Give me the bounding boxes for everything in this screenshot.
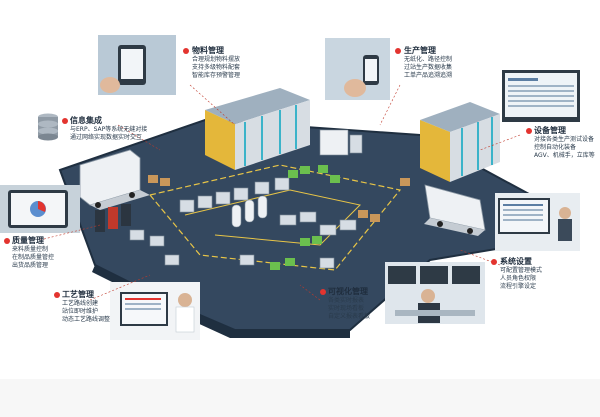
database-icon <box>38 113 58 141</box>
callout-material: 物料管理 合理规划物料摆放 支持多级物料配套 智能库存预警管理 <box>192 45 240 80</box>
callout-title: 信息集成 <box>70 116 102 125</box>
callout-system: 系统设置 可配置管理模式 人员角色权限 流程引擎设定 <box>500 256 542 291</box>
callout-line: 过站生产数据收集 <box>404 64 453 71</box>
top-margin <box>0 0 600 22</box>
phone-photo-production <box>325 38 390 100</box>
callout-line: 流程引擎设定 <box>500 283 537 290</box>
callout-line: 无纸化、路径控制 <box>404 56 453 63</box>
bottom-margin <box>0 379 600 417</box>
callout-dot-info <box>62 118 68 124</box>
callout-line: 支持多级物料配套 <box>192 64 241 71</box>
truck-right <box>424 184 486 236</box>
callout-dot-material <box>183 48 189 54</box>
callout-line: 可配置管理模式 <box>500 267 543 274</box>
callout-title: 可视化管理 <box>328 287 368 296</box>
callout-dot-production <box>395 48 401 54</box>
dashboard-screen-equipment <box>502 70 580 122</box>
callout-process: 工艺管理 工艺路线创建 站位即时维护 动态工艺路线调整 <box>62 289 110 324</box>
control-room-photo-visual <box>385 262 485 324</box>
callout-title: 工艺管理 <box>62 290 94 299</box>
storage-rack-left <box>205 88 310 170</box>
truck-left <box>79 149 150 210</box>
callout-dot-system <box>491 259 497 265</box>
callout-line: 控制自动化装备 <box>534 144 577 151</box>
tablet-photo-material <box>98 35 176 95</box>
server-racks <box>95 204 131 232</box>
callout-title: 物料管理 <box>192 46 224 55</box>
lane-marking-inner <box>184 189 362 246</box>
callout-line: 在制品质量管控 <box>12 254 55 261</box>
callout-title: 设备管理 <box>534 126 566 135</box>
callout-line: 自定义报表看板 <box>328 313 371 320</box>
callout-production: 生产管理 无纸化、路径控制 过站生产数据收集 工单产品追溯追溯 <box>404 45 452 80</box>
laptop-photo-process <box>110 282 200 340</box>
callout-line: 智能库存预警管理 <box>192 72 241 79</box>
callout-line: 工艺路线创建 <box>62 300 99 307</box>
callout-title: 系统设置 <box>500 257 532 266</box>
cardboard-boxes <box>148 175 410 222</box>
callout-line: 动态工艺路线调整 <box>62 316 111 323</box>
callout-line: AGV、机械手，立库等 <box>534 152 595 159</box>
callout-dot-process <box>54 292 60 298</box>
callout-line: 出货品质管理 <box>12 262 49 269</box>
callout-visual: 可视化管理 各类实时报表 实时现场看板 自定义报表看板 <box>328 286 370 321</box>
monitor-photo-system <box>495 193 580 251</box>
lane-marking <box>149 164 402 271</box>
callout-title: 质量管理 <box>12 236 44 245</box>
callout-line: 合理规划物料摆放 <box>192 56 241 63</box>
callout-line: 对接各类生产测试设备 <box>534 136 595 143</box>
callout-line: 各类实时报表 <box>328 297 365 304</box>
callout-equipment: 设备管理 对接各类生产测试设备 控制自动化装备 AGV、机械手，立库等 <box>534 125 595 160</box>
callout-title: 生产管理 <box>404 46 436 55</box>
callout-dot-visual <box>320 289 326 295</box>
production-line <box>129 129 363 269</box>
storage-rack-right <box>420 102 500 182</box>
callout-line: 来料质量控制 <box>12 246 49 253</box>
callout-line: 通过网络实现数据实时交互 <box>70 134 143 141</box>
floor-edge <box>92 265 350 338</box>
callout-dot-quality <box>4 238 10 244</box>
callout-line: 人员角色权限 <box>500 275 537 282</box>
callout-line: 工单产品追溯追溯 <box>404 72 453 79</box>
callout-line: 与ERP、SAP等系统无缝对接 <box>70 126 148 133</box>
callout-connectors <box>39 84 521 301</box>
callout-line: 站位即时维护 <box>62 308 99 315</box>
callout-info: 信息集成 与ERP、SAP等系统无缝对接 通过网络实现数据实时交互 <box>70 115 147 142</box>
callout-dot-equipment <box>526 128 532 134</box>
callout-line: 实时现场看板 <box>328 305 365 312</box>
material-crates-green <box>270 165 340 270</box>
callout-quality: 质量管理 来料质量控制 在制品质量管控 出货品质管理 <box>12 235 54 270</box>
tablet-photo-quality <box>0 185 80 233</box>
